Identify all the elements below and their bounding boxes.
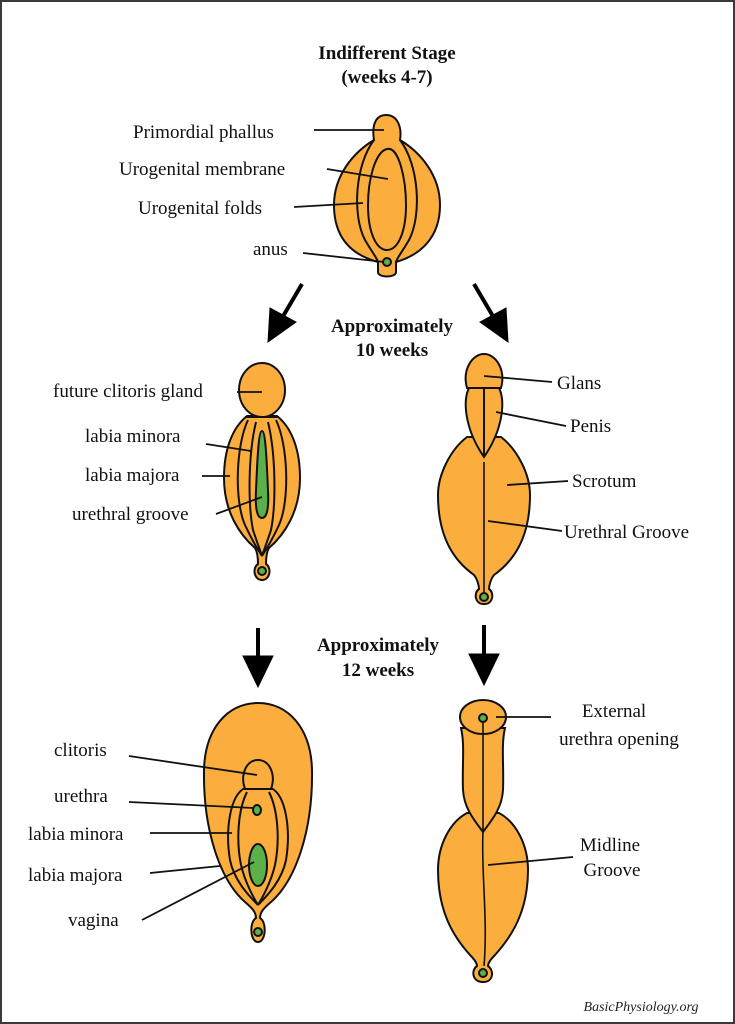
label-glans: Glans <box>557 373 601 394</box>
week10-title: Approximately <box>331 316 454 337</box>
leader-glans <box>483 375 553 383</box>
leader-penis <box>495 411 567 427</box>
week12-title: Approximately <box>317 635 440 656</box>
male-10wk-glans <box>464 352 504 389</box>
leader-midline-groove <box>487 856 574 866</box>
arrow-to-female-12wk <box>242 628 274 689</box>
male-12wk-anus <box>478 968 488 978</box>
label-external: External <box>582 701 646 722</box>
male-12wk-scrotum <box>436 812 530 984</box>
leader-vagina <box>141 861 255 921</box>
leader-anus <box>302 252 385 263</box>
leader-urogenital-folds <box>293 202 364 208</box>
label-clitoris: clitoris <box>54 740 107 761</box>
indifferent-anus <box>382 257 392 267</box>
leader-urethral-groove-10wk <box>215 496 263 515</box>
label-anus: anus <box>253 239 288 260</box>
credit-text: BasicPhysiology.org <box>584 1000 699 1015</box>
week12-subtitle: 12 weeks <box>342 660 414 681</box>
label-scrotum: Scrotum <box>572 471 637 492</box>
female-12wk-vagina <box>248 843 268 887</box>
leader-labia-majora-12wk <box>149 865 221 874</box>
week10-subtitle: 10 weeks <box>356 340 428 361</box>
male-12wk-external-urethral-opening <box>478 713 488 723</box>
male-10wk-figure <box>436 352 532 606</box>
male-12wk-midline-groove <box>481 831 487 967</box>
female-10wk-figure <box>222 362 302 582</box>
indifferent-stage-figure <box>332 113 442 278</box>
female-12wk-labia-majora-body <box>202 701 314 944</box>
label-future-clitoris-gland: future clitoris gland <box>53 381 203 402</box>
label-primordial-phallus: Primordial phallus <box>133 122 274 143</box>
label-urethra: urethra <box>54 786 108 807</box>
leader-labia-minora-10wk <box>205 443 252 452</box>
female-10wk-clitoris-gland <box>238 362 286 418</box>
leader-clitoris <box>128 755 258 776</box>
leader-scrotum <box>506 480 569 486</box>
female-10wk-anus <box>257 566 267 576</box>
indifferent-stage-subtitle: (weeks 4-7) <box>341 67 432 88</box>
indifferent-urogenital-membrane <box>366 147 408 252</box>
label-urethra-opening: urethra opening <box>559 729 679 750</box>
leader-urethra <box>128 801 255 809</box>
label-urogenital-membrane: Urogenital membrane <box>119 159 285 180</box>
arrow-to-female-10wk <box>267 282 304 344</box>
male-10wk-anus <box>479 592 489 602</box>
label-groove: Groove <box>584 860 641 881</box>
female-12wk-clitoris <box>242 758 274 790</box>
leader-urethral-groove-male <box>487 520 563 532</box>
female-12wk-labia-minora-inner <box>237 791 279 906</box>
label-urogenital-folds: Urogenital folds <box>138 198 262 219</box>
female-10wk-labia-majora-line <box>236 419 288 557</box>
arrow-to-male-12wk <box>468 625 500 687</box>
female-10wk-labia-minora-line <box>248 421 276 557</box>
label-midline: Midline <box>580 835 640 856</box>
female-12wk-labia-minora-outer <box>227 787 289 906</box>
indifferent-stage-title: Indifferent Stage <box>318 43 455 64</box>
label-urethral-groove-10wk: urethral groove <box>72 504 189 525</box>
label-penis: Penis <box>570 416 611 437</box>
label-labia-majora-10wk: labia majora <box>85 465 180 486</box>
arrow-to-male-10wk <box>472 282 509 344</box>
indifferent-urogenital-folds <box>356 139 418 263</box>
female-12wk-urethra <box>252 804 262 816</box>
label-vagina: vagina <box>68 910 119 931</box>
male-12wk-figure <box>436 699 530 984</box>
label-labia-minora-10wk: labia minora <box>85 426 181 447</box>
label-labia-majora-12wk: labia majora <box>28 865 123 886</box>
female-12wk-anus <box>253 927 263 937</box>
leader-urogenital-membrane <box>326 168 389 180</box>
label-labia-minora-12wk: labia minora <box>28 824 124 845</box>
female-12wk-figure <box>202 701 314 944</box>
indifferent-outer-body <box>332 113 442 278</box>
label-urethral-groove-male: Urethral Groove <box>564 522 689 543</box>
female-10wk-urethral-groove <box>254 429 270 520</box>
